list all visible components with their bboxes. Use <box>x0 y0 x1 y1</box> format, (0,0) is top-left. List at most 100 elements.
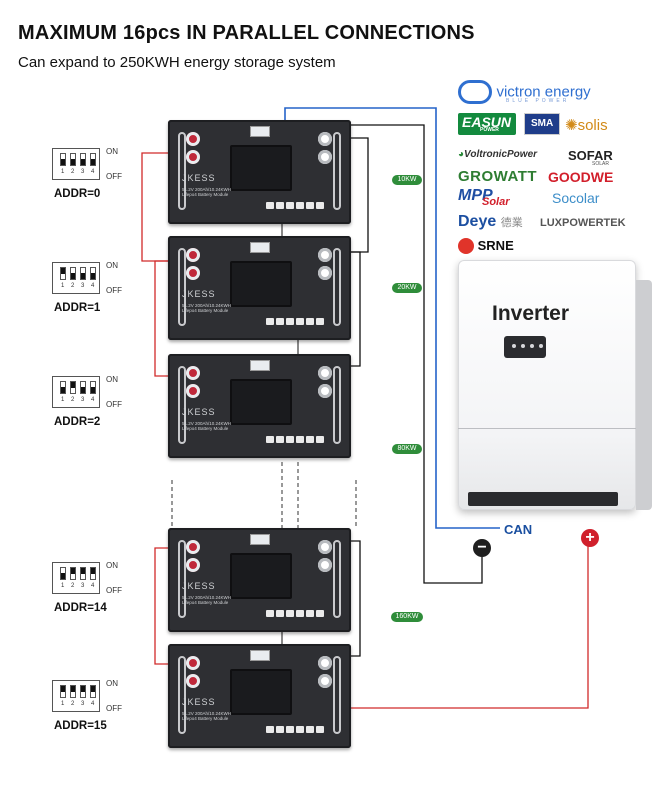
battery-panel <box>230 261 292 307</box>
dip-toggle <box>80 153 86 166</box>
battery-brand: JKESS <box>182 407 216 417</box>
battery-handle-left <box>178 656 186 734</box>
comm-ports <box>266 604 328 617</box>
battery-status-lcd <box>250 650 270 661</box>
negative-terminal <box>318 384 332 398</box>
dip-number: 2 <box>71 169 75 175</box>
dip-off-label: OFF <box>106 286 122 295</box>
dip-number: 2 <box>71 583 75 589</box>
dip-off-label: OFF <box>106 172 122 181</box>
dip-number: 4 <box>91 701 95 707</box>
dip-number: 3 <box>81 397 85 403</box>
dip-on-label: ON <box>106 679 118 688</box>
dip-number: 3 <box>81 169 85 175</box>
inverter-side-panel <box>636 280 652 510</box>
dip-number: 4 <box>91 169 95 175</box>
victron-logo: victron energy <box>458 80 591 104</box>
victron-mark-icon <box>458 80 492 104</box>
battery-model: 51.2V 200Ah/10.24KWH Lifepo4 Battery Mod… <box>182 595 232 605</box>
battery-model: 51.2V 200Ah/10.24KWH Lifepo4 Battery Mod… <box>182 187 232 197</box>
battery-module-2: JKESS 51.2V 200Ah/10.24KWH Lifepo4 Batte… <box>168 354 351 458</box>
dip-number: 1 <box>61 283 65 289</box>
battery-handle-right <box>333 132 341 210</box>
dip-on-label: ON <box>106 147 118 156</box>
page-title: MAXIMUM 16pcs IN PARALLEL CONNECTIONS <box>18 22 475 44</box>
negative-terminal <box>318 150 332 164</box>
dip-toggle <box>70 567 76 580</box>
growatt-logo: GROWATT <box>458 168 538 185</box>
dip-toggle <box>80 685 86 698</box>
dip-toggle <box>60 153 66 166</box>
luxpower-logo: LUXPOWERTEK <box>540 217 626 229</box>
dip-number: 3 <box>81 283 85 289</box>
negative-terminal <box>318 540 332 554</box>
address-label: ADDR=0 <box>54 188 101 200</box>
battery-module-1: JKESS 51.2V 200Ah/10.24KWH Lifepo4 Batte… <box>168 236 351 340</box>
deye-logo: Deye 德業 <box>458 213 523 230</box>
dip-toggle <box>80 381 86 394</box>
dip-number: 2 <box>71 397 75 403</box>
comm-ports <box>266 720 328 733</box>
positive-terminal <box>186 384 200 398</box>
sun-icon: ✺ <box>565 117 578 134</box>
voltronic-logo: ◕VoltronicPower <box>458 149 538 160</box>
negative-terminal <box>318 366 332 380</box>
battery-model: 51.2V 200Ah/10.24KWH Lifepo4 Battery Mod… <box>182 421 232 431</box>
positive-terminal <box>186 674 200 688</box>
capacity-tag: 10KW <box>392 175 422 185</box>
battery-handle-left <box>178 366 186 444</box>
capacity-tag: 160KW <box>391 612 423 622</box>
dip-toggle <box>80 267 86 280</box>
battery-module-0: JKESS 51.2V 200Ah/10.24KWH Lifepo4 Batte… <box>168 120 351 224</box>
negative-terminal-icon: − <box>473 539 491 557</box>
dip-number: 2 <box>71 283 75 289</box>
dip-number: 3 <box>81 583 85 589</box>
battery-handle-left <box>178 540 186 618</box>
dip-toggle <box>90 267 96 280</box>
dip-off-label: OFF <box>106 400 122 409</box>
victron-tagline: BLUE POWER <box>506 98 570 104</box>
capacity-tag: 80KW <box>392 444 422 454</box>
negative-main-wire <box>327 124 483 584</box>
easun-logo: EASUN POWER <box>458 113 516 135</box>
address-label: ADDR=15 <box>54 720 107 732</box>
dip-number: 1 <box>61 169 65 175</box>
negative-terminal <box>318 248 332 262</box>
negative-terminal <box>318 674 332 688</box>
dip-toggle <box>90 567 96 580</box>
comm-ports <box>266 196 328 209</box>
comm-ports <box>266 430 328 443</box>
battery-status-lcd <box>250 360 270 371</box>
inverter-unit: Inverter <box>458 260 652 510</box>
battery-handle-right <box>333 540 341 618</box>
positive-terminal <box>186 150 200 164</box>
dip-number: 1 <box>61 701 65 707</box>
negative-terminal <box>318 266 332 280</box>
sofar-tagline: SOLAR <box>592 161 609 167</box>
positive-terminal-icon: + <box>581 529 599 547</box>
dip-number: 4 <box>91 283 95 289</box>
negative-terminal <box>318 558 332 572</box>
battery-panel <box>230 379 292 425</box>
negative-terminal <box>318 132 332 146</box>
dip-toggle <box>60 567 66 580</box>
positive-terminal <box>186 248 200 262</box>
page-subtitle: Can expand to 250KWH energy storage syst… <box>18 54 336 71</box>
battery-handle-right <box>333 248 341 326</box>
dip-number: 4 <box>91 397 95 403</box>
battery-brand: JKESS <box>182 581 216 591</box>
can-label: CAN <box>504 522 533 537</box>
positive-terminal <box>186 266 200 280</box>
battery-handle-left <box>178 132 186 210</box>
voltronic-mark-icon: ◕ <box>458 149 465 160</box>
battery-status-lcd <box>250 242 270 253</box>
dip-toggle <box>90 381 96 394</box>
dip-off-label: OFF <box>106 586 122 595</box>
dip-toggle <box>60 381 66 394</box>
dip-on-label: ON <box>106 561 118 570</box>
dip-number: 3 <box>81 701 85 707</box>
battery-panel <box>230 145 292 191</box>
inverter-label: Inverter <box>492 302 570 325</box>
